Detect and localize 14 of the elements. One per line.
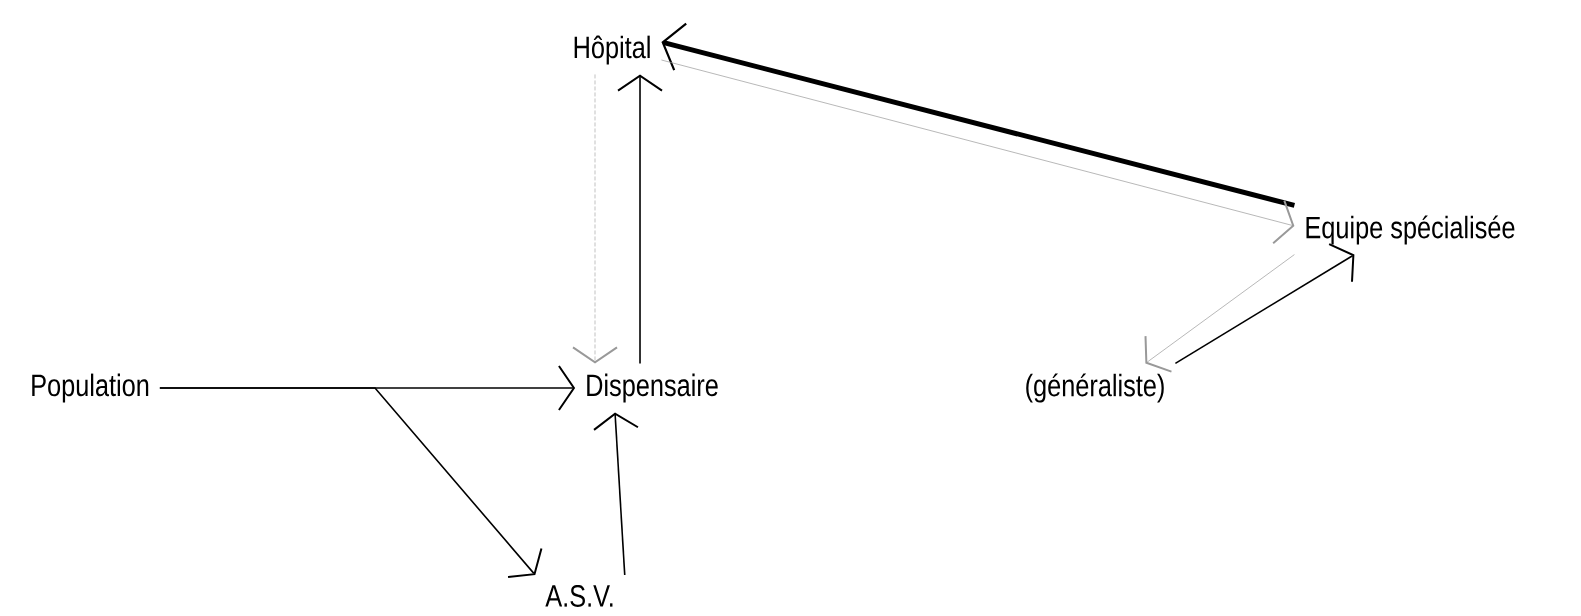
node-label: Dispensaire bbox=[587, 373, 718, 403]
arrow bbox=[572, 74, 618, 364]
node-label: Hôpital bbox=[574, 35, 650, 65]
arrow bbox=[593, 412, 639, 576]
arrow bbox=[159, 387, 543, 579]
node-label: Population bbox=[32, 373, 149, 403]
node-label: (généraliste) bbox=[1026, 373, 1164, 403]
node-label: Equipe spécialisée bbox=[1306, 215, 1515, 245]
arrow bbox=[1144, 254, 1295, 373]
arrow bbox=[661, 59, 1295, 245]
arrow bbox=[617, 74, 663, 365]
arrow bbox=[1174, 243, 1355, 365]
arrow bbox=[661, 22, 1296, 208]
node-label: A.S.V. bbox=[545, 585, 613, 607]
